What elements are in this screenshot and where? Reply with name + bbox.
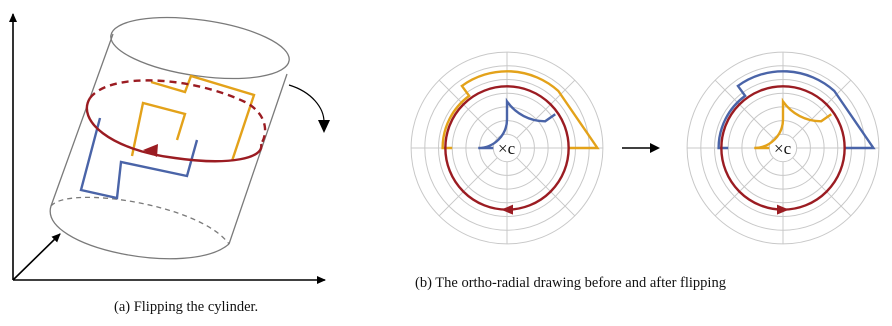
polar-grid-before: ×c	[410, 51, 604, 245]
polar-grid-after: ×c	[686, 51, 880, 245]
cylinder-red-loop-front	[85, 97, 263, 163]
grid-ray	[438, 157, 498, 217]
cylinder-bottom-back	[50, 196, 230, 245]
blue-path-outer	[717, 70, 876, 150]
red-cycle-arrowhead	[501, 204, 513, 215]
grid-ray	[516, 79, 576, 139]
cylinder-red-arrowhead	[143, 144, 158, 157]
z-axis	[12, 233, 61, 281]
grid-ray	[516, 157, 576, 217]
cylinder-right-edge	[228, 73, 288, 245]
flip-arrow	[288, 84, 325, 123]
cylinder-left-edge	[50, 33, 114, 207]
center-label: ×c	[774, 139, 792, 158]
grid-ray	[792, 157, 852, 217]
center-label: ×c	[498, 139, 516, 158]
flip-arrow-head	[318, 120, 330, 133]
red-cycle-arrowhead	[777, 204, 789, 215]
orange-path-outer	[441, 70, 600, 150]
cylinder-top-ellipse	[110, 16, 290, 80]
caption-ortho-radial: (b) The ortho-radial drawing before and …	[415, 275, 726, 291]
cylinder-panel	[9, 13, 330, 284]
cylinder	[49, 16, 290, 260]
grid-ray	[438, 79, 498, 139]
blue-path-inner	[478, 97, 556, 150]
cylinder-orange-inner	[130, 101, 187, 157]
grid-ray	[714, 79, 774, 139]
cylinder-red-loop-back	[89, 79, 267, 145]
orange-path-inner	[754, 97, 832, 150]
cylinder-blue-path	[79, 117, 199, 200]
cylinder-bottom-front	[49, 205, 230, 260]
grid-ray	[792, 79, 852, 139]
cylinder-orange-path	[150, 74, 256, 162]
grid-ray	[714, 157, 774, 217]
transition-arrow-head	[650, 143, 660, 153]
caption-flipping-cylinder: (a) Flipping the cylinder.	[114, 299, 259, 315]
